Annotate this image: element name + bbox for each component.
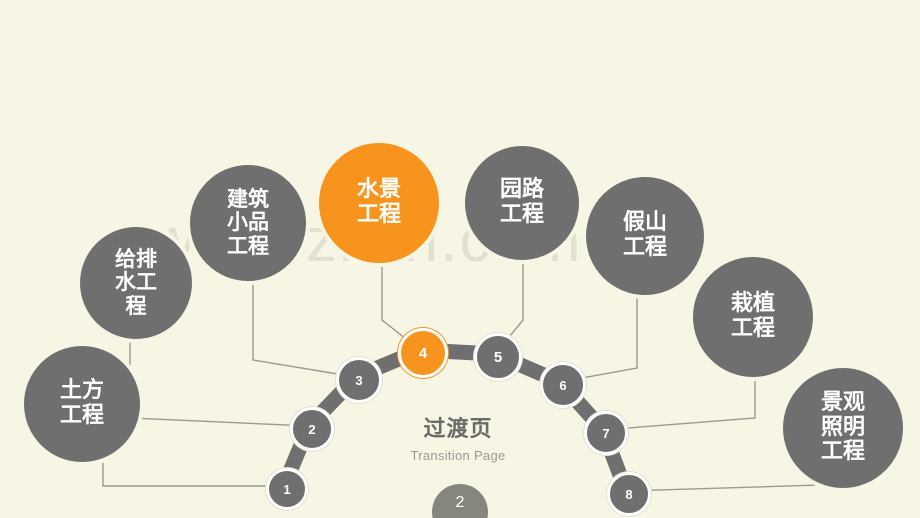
step-node-6[interactable]: 6 [540,362,586,408]
conn-1-tufang [102,463,284,487]
topic-label-line: 景观 [820,390,865,416]
conn-3-jianzhu [252,281,357,378]
step-node-number: 4 [418,344,428,362]
step-node-number: 3 [355,372,363,388]
topic-bubble-jianzhu-xiaopin[interactable]: 建筑小品工程 [190,165,306,281]
conn-7-zaizhi [602,377,756,431]
step-node-number: 7 [602,425,610,441]
topic-bubble-label: 给排水工程 [109,246,163,319]
topic-bubble-label: 水景工程 [351,178,407,227]
topic-label-line: 工程 [730,316,775,341]
step-node-number: 6 [559,377,567,393]
topic-bubble-zaizhi[interactable]: 栽植工程 [693,257,813,377]
topic-bubble-label: 假山工程 [617,211,673,260]
step-node-number: 8 [625,486,633,502]
step-node-1[interactable]: 1 [266,468,308,510]
topic-label-line: 工程 [622,235,667,260]
topic-bubble-yuanlu[interactable]: 园路工程 [465,146,579,260]
step-node-4[interactable]: 4 [398,328,448,378]
topic-bubble-label: 土方工程 [54,379,110,428]
center-caption: 过渡页 Transition Page [348,417,568,464]
topic-label-line: 给排 [115,246,157,271]
topic-label-line: 水景 [356,177,401,203]
caption-title-en: Transition Page [410,448,506,464]
conn-2-jipaishui [129,339,310,427]
topic-label-line: 栽植 [730,291,775,317]
step-node-3[interactable]: 3 [336,357,382,403]
step-node-2[interactable]: 2 [290,407,334,451]
page-number-label: 2 [455,494,465,511]
topic-label-line: 工程 [356,202,401,227]
topic-label-line: 建筑 [227,186,269,211]
step-node-8[interactable]: 8 [607,472,651,516]
topic-bubble-shuijing[interactable]: 水景工程 [319,143,439,263]
topic-bubble-label: 栽植工程 [725,292,781,341]
step-node-7[interactable]: 7 [584,411,628,455]
topic-label-line: 程 [125,293,147,318]
topic-bubble-jiashan[interactable]: 假山工程 [586,177,704,295]
step-node-number: 1 [283,481,291,497]
topic-label-line: 小品 [227,210,269,235]
topic-label-line: 工程 [820,439,865,465]
topic-label-line: 园路 [499,177,544,203]
topic-bubble-label: 景观照明工程 [815,390,871,465]
topic-bubble-tufang[interactable]: 土方工程 [24,346,140,462]
step-node-5[interactable]: 5 [474,333,522,381]
topic-bubble-label: 园路工程 [494,178,550,227]
topic-label-line: 照明 [820,414,865,440]
topic-label-line: 假山 [622,210,667,236]
topic-label-line: 水工 [115,270,157,295]
topic-label-line: 土方 [59,378,104,404]
conn-6-jiashan [559,295,638,383]
topic-bubble-label: 建筑小品工程 [221,186,275,259]
topic-label-line: 工程 [59,403,104,428]
topic-label-line: 工程 [227,233,269,258]
caption-title-cn: 过渡页 [423,417,493,442]
step-node-number: 5 [493,348,503,366]
topic-label-line: 工程 [499,202,544,227]
topic-bubble-jipaishui[interactable]: 给排水工程 [80,227,192,339]
topic-bubble-jingguan-zhaoming[interactable]: 景观照明工程 [783,368,903,488]
step-node-number: 2 [308,421,316,437]
